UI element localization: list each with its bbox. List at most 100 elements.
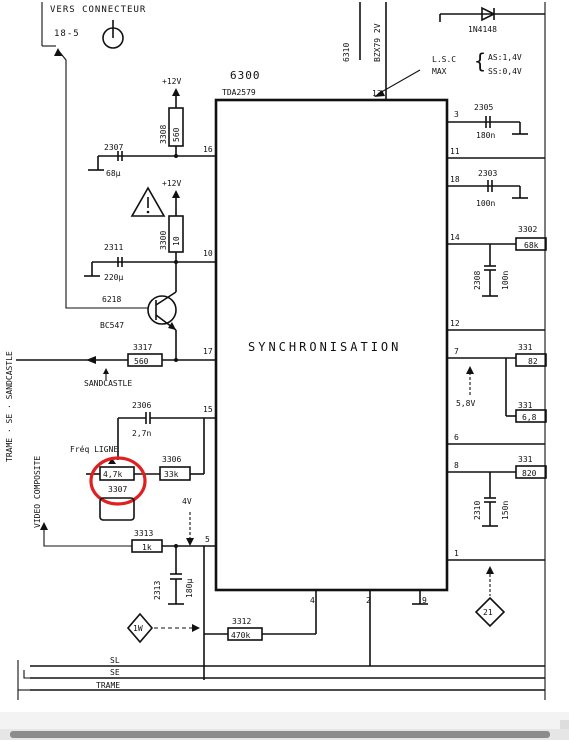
- pin-13: 13: [372, 89, 382, 98]
- c2311-ref: 2311: [104, 243, 123, 252]
- power-symbol-icon: [102, 20, 124, 49]
- c2307-value: 68µ: [106, 169, 121, 178]
- resistor-3302: [515, 237, 547, 251]
- supply-12v-a: +12V: [162, 77, 181, 86]
- v-58-label: 5,8V: [456, 399, 475, 408]
- r331x-a-ref: 331: [518, 343, 533, 352]
- svg-text:21: 21: [483, 608, 493, 617]
- d6310-ref: 6310: [342, 43, 351, 62]
- arrow-up-21-icon: [486, 566, 494, 574]
- r331x-b-ref: 331: [518, 401, 533, 410]
- pin-11: 11: [450, 147, 460, 156]
- pin-8: 8: [454, 461, 459, 470]
- r3317-ref: 3317: [133, 343, 152, 352]
- r3306-value: 33k: [164, 470, 179, 479]
- supply-arrow-a-icon: [172, 88, 180, 96]
- bus-se-label: SE: [110, 668, 120, 677]
- r331x-c-ref: 331: [518, 455, 533, 464]
- sandcastle-label: SANDCASTLE: [84, 379, 132, 388]
- arrow-left-icon: [86, 356, 96, 364]
- t6218-ref: 6218: [102, 295, 121, 304]
- pin-16: 16: [203, 145, 213, 154]
- pin-12: 12: [450, 319, 460, 328]
- svg-text:1W: 1W: [133, 624, 143, 633]
- r3307-ref: 3307: [108, 485, 127, 494]
- r331x-c-value: 820: [522, 469, 537, 478]
- diode-1n4148: [481, 6, 496, 22]
- r3308-value: 560: [172, 127, 181, 142]
- r3302-value: 68k: [524, 241, 539, 250]
- pot-value: 4,7k: [103, 470, 122, 479]
- scrollbar-corner: [560, 720, 569, 729]
- r3300-ref: 3300: [159, 231, 168, 250]
- arrow-up-icon: [54, 48, 62, 56]
- pin-9: 9: [422, 596, 427, 605]
- pin-5: 5: [205, 535, 210, 544]
- c2308-ref: 2308: [473, 271, 482, 290]
- freq-ligne-label: Fréq LIGNE: [70, 444, 118, 454]
- r3302-ref: 3302: [518, 225, 537, 234]
- supply-arrow-b-icon: [172, 190, 180, 198]
- c2310-ref: 2310: [473, 501, 482, 520]
- r3300-value: 10: [172, 236, 181, 246]
- c2305-value: 180n: [476, 131, 495, 140]
- pin-17: 17: [203, 347, 213, 356]
- arrow-up-right-icon: [466, 366, 474, 374]
- brace-glyph: {: [474, 49, 486, 73]
- d6310-type: BZX79 2V: [373, 23, 382, 62]
- pin-15: 15: [203, 405, 213, 414]
- r3312-value: 470k: [231, 631, 250, 640]
- chip-function-label: SYNCHRONISATION: [248, 340, 401, 354]
- supply-12v-b: +12V: [162, 179, 181, 188]
- c2310-value: 150n: [501, 501, 510, 520]
- r3313-value: 1k: [142, 543, 152, 552]
- c2303-value: 100n: [476, 199, 495, 208]
- resistor-3317: [127, 353, 163, 367]
- v-4v-label: 4V: [182, 497, 192, 506]
- max-label: MAX: [432, 67, 447, 76]
- adjust-tool-outline: [99, 497, 135, 521]
- chip-part: TDA2579: [222, 88, 256, 97]
- c2311-value: 220µ: [104, 273, 123, 282]
- d1n4148-label: 1N4148: [468, 25, 497, 34]
- warning-triangle-icon: [130, 186, 166, 217]
- c2313-ref: 2313: [153, 581, 162, 600]
- chip-ref: 6300: [230, 69, 261, 82]
- lsc-label: L.S.C: [432, 55, 456, 64]
- resistor-331x-c: [515, 465, 547, 479]
- side-label-video-composite: VIDEO COMPOSITE: [33, 456, 42, 528]
- pin-2: 2: [366, 596, 371, 605]
- side-label-trame-se-sandcastle: TRAME · SE · SANDCASTLE: [5, 351, 14, 462]
- c2308-value: 100n: [501, 271, 510, 290]
- as-value: AS:1,4V: [488, 53, 522, 62]
- r3306-ref: 3306: [162, 455, 181, 464]
- arrow-down-icon: [186, 538, 194, 546]
- pin-7: 7: [454, 347, 459, 356]
- r3313-ref: 3313: [134, 529, 153, 538]
- resistor-331x-a: [515, 353, 547, 367]
- r3308-ref: 3308: [159, 125, 168, 144]
- r331x-a-value: 82: [528, 357, 538, 366]
- c2306-value: 2,7n: [132, 429, 151, 438]
- r331x-b-value: 6,8: [522, 413, 537, 422]
- c2306-ref: 2306: [132, 401, 151, 410]
- pin-10: 10: [203, 249, 213, 258]
- highlight-circle: [89, 456, 147, 506]
- r3312-ref: 3312: [232, 617, 251, 626]
- c2313-value: 180µ: [185, 579, 194, 598]
- pin-6: 6: [454, 433, 459, 442]
- c2303-ref: 2303: [478, 169, 497, 178]
- vers-connecteur-label: VERS CONNECTEUR: [50, 5, 146, 15]
- scrollbar-thumb[interactable]: [10, 731, 550, 738]
- c2305-ref: 2305: [474, 103, 493, 112]
- resistor-331x-b: [515, 409, 547, 423]
- bus-sl-label: SL: [110, 656, 120, 665]
- c2307-ref: 2307: [104, 143, 123, 152]
- marker-21: 21: [474, 596, 506, 628]
- pin-1: 1: [454, 549, 459, 558]
- marker-1w: 1W: [126, 612, 154, 644]
- pin-14: 14: [450, 233, 460, 242]
- r3317-value: 560: [134, 357, 149, 366]
- pin-4: 4: [310, 596, 315, 605]
